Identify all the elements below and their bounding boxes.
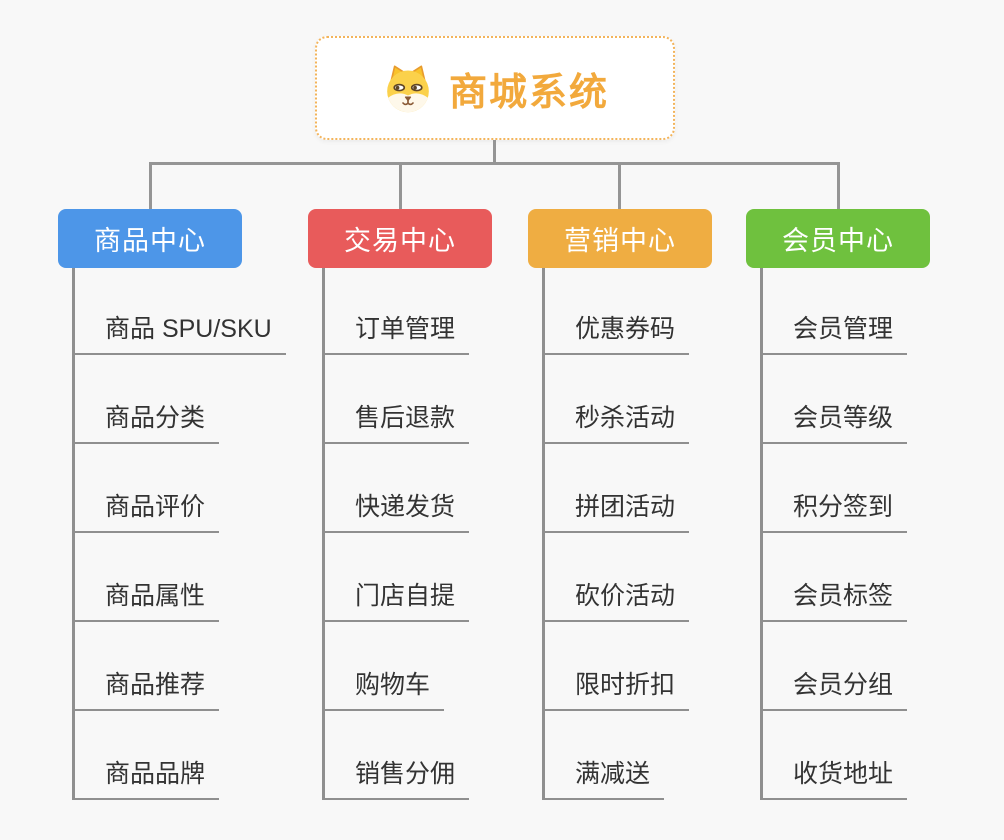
branch-member-center[interactable]: 会员中心 [746,209,930,268]
leaf-aftersale-refund[interactable]: 售后退款 [325,398,470,444]
leaf-express-delivery[interactable]: 快递发货 [325,487,470,533]
leaf-store-pickup[interactable]: 门店自提 [325,576,470,622]
leaf-product-category[interactable]: 商品分类 [75,398,220,444]
leaf-shipping-address[interactable]: 收货地址 [763,754,908,800]
leaf-column-member: 会员管理 会员等级 积分签到 会员标签 会员分组 收货地址 [760,268,1004,800]
leaf-column-trade: 订单管理 售后退款 快递发货 门店自提 购物车 销售分佣 [322,268,595,800]
leaf-member-management[interactable]: 会员管理 [763,309,908,355]
connector-drop-marketing [618,165,621,209]
branch-marketing-center[interactable]: 营销中心 [528,209,712,268]
root-title: 商城系统 [448,71,609,114]
connector-drop-product [149,165,152,209]
leaf-column-product: 商品 SPU/SKU 商品分类 商品评价 商品属性 商品推荐 商品品牌 [72,268,345,800]
leaf-flash-sale[interactable]: 秒杀活动 [545,398,690,444]
branch-product-center[interactable]: 商品中心 [58,209,242,268]
connector-drop-trade [399,165,402,209]
leaf-member-tag[interactable]: 会员标签 [763,576,908,622]
leaf-member-level[interactable]: 会员等级 [763,398,908,444]
leaf-member-group[interactable]: 会员分组 [763,665,908,711]
branch-trade-center[interactable]: 交易中心 [308,209,492,268]
leaf-product-attribute[interactable]: 商品属性 [75,576,220,622]
leaf-product-review[interactable]: 商品评价 [75,487,220,533]
dog-face-icon [387,65,429,113]
leaf-order-management[interactable]: 订单管理 [325,309,470,355]
root-node[interactable]: 商城系统 [315,36,675,140]
connector-root-stem [493,140,496,164]
leaf-shopping-cart[interactable]: 购物车 [325,665,445,711]
leaf-points-checkin[interactable]: 积分签到 [763,487,908,533]
leaf-product-spu-sku[interactable]: 商品 SPU/SKU [75,309,286,355]
leaf-spend-and-save[interactable]: 满减送 [545,754,665,800]
leaf-product-recommend[interactable]: 商品推荐 [75,665,220,711]
leaf-column-marketing: 优惠券码 秒杀活动 拼团活动 砍价活动 限时折扣 满减送 [542,268,815,800]
connector-drop-member [837,165,840,209]
leaf-product-brand[interactable]: 商品品牌 [75,754,220,800]
connector-bus-line [149,162,840,165]
leaf-coupon-code[interactable]: 优惠券码 [545,309,690,355]
leaf-group-buy[interactable]: 拼团活动 [545,487,690,533]
leaf-bargain-activity[interactable]: 砍价活动 [545,576,690,622]
leaf-limited-discount[interactable]: 限时折扣 [545,665,690,711]
leaf-sales-commission[interactable]: 销售分佣 [325,754,470,800]
